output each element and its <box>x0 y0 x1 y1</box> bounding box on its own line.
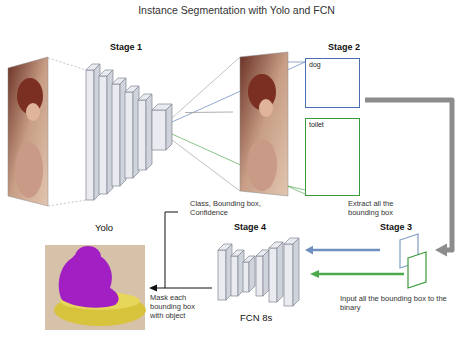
annotation-label: Input all the bounding box to the binary <box>340 294 448 312</box>
connector-line <box>311 249 380 252</box>
layer-slab <box>243 262 249 292</box>
annotation-label: Mask each bounding box with object <box>150 293 210 320</box>
projection-line <box>288 186 305 190</box>
layer-slab <box>112 84 120 186</box>
diagram-title: Instance Segmentation with Yolo and FCN <box>0 4 473 16</box>
arrowhead <box>305 246 313 255</box>
layer-slab <box>166 104 172 150</box>
layer-slab <box>231 256 238 296</box>
layer-slab <box>138 100 146 170</box>
output-arrow <box>165 288 212 289</box>
connector <box>185 112 233 114</box>
stage-group: Stage 2 dog toilet <box>233 40 365 200</box>
layer-slab <box>218 250 226 300</box>
layer-slab <box>256 256 263 296</box>
layer-slab <box>269 248 277 302</box>
layer-slab <box>125 92 133 178</box>
node-label: toilet <box>309 121 324 129</box>
projection-line <box>48 200 86 206</box>
bounding-box: dog <box>305 58 360 108</box>
stage-label: Stage 2 <box>328 42 360 53</box>
stage-group: Stage 3 <box>380 222 435 292</box>
input-photo <box>8 57 48 206</box>
bounding-box-crop <box>408 252 426 288</box>
layer-slab <box>86 70 94 200</box>
layer-slab <box>99 76 107 194</box>
layer-slab <box>293 238 299 306</box>
arrowhead <box>435 243 447 256</box>
bounding-box: toilet <box>305 118 360 196</box>
input-arrow <box>318 273 404 276</box>
photo-face <box>259 99 273 117</box>
photo-body <box>247 139 277 191</box>
output-arrow <box>156 212 178 288</box>
projection-line <box>172 57 240 118</box>
connector-line <box>185 112 233 114</box>
stage-label: Stage 4 <box>234 222 266 233</box>
projection-line <box>172 140 240 191</box>
layer-slab <box>146 94 152 170</box>
layer-slab <box>263 250 269 296</box>
photo-body <box>15 142 43 198</box>
arrowhead <box>310 270 319 278</box>
node-label: dog <box>309 61 321 69</box>
annotation-label: Class, Bounding box, Confidence <box>190 199 262 217</box>
network-block: Stage 1 Yolo <box>80 40 185 236</box>
arrowhead <box>149 285 157 292</box>
projection-line <box>288 62 305 63</box>
network-block: Stage 4 FCN 8s <box>212 222 305 326</box>
output-photo <box>45 245 145 330</box>
dog-mask <box>75 246 101 268</box>
connector <box>305 246 380 255</box>
detection-photo <box>240 52 288 196</box>
projection-line <box>48 58 86 70</box>
stage-label: Stage 1 <box>110 42 142 53</box>
layer-slab <box>249 256 255 292</box>
annotation-label: Extract all the bounding box <box>348 199 418 217</box>
node-label: Yolo <box>95 222 113 233</box>
connector-line <box>365 100 452 250</box>
photo-face <box>26 103 40 121</box>
stage-label: Stage 3 <box>380 222 412 233</box>
layer-slab <box>152 110 166 150</box>
layer-slab <box>284 244 293 306</box>
layer-slab <box>277 242 283 302</box>
connector <box>365 100 452 257</box>
node-label: FCN 8s <box>240 312 272 323</box>
